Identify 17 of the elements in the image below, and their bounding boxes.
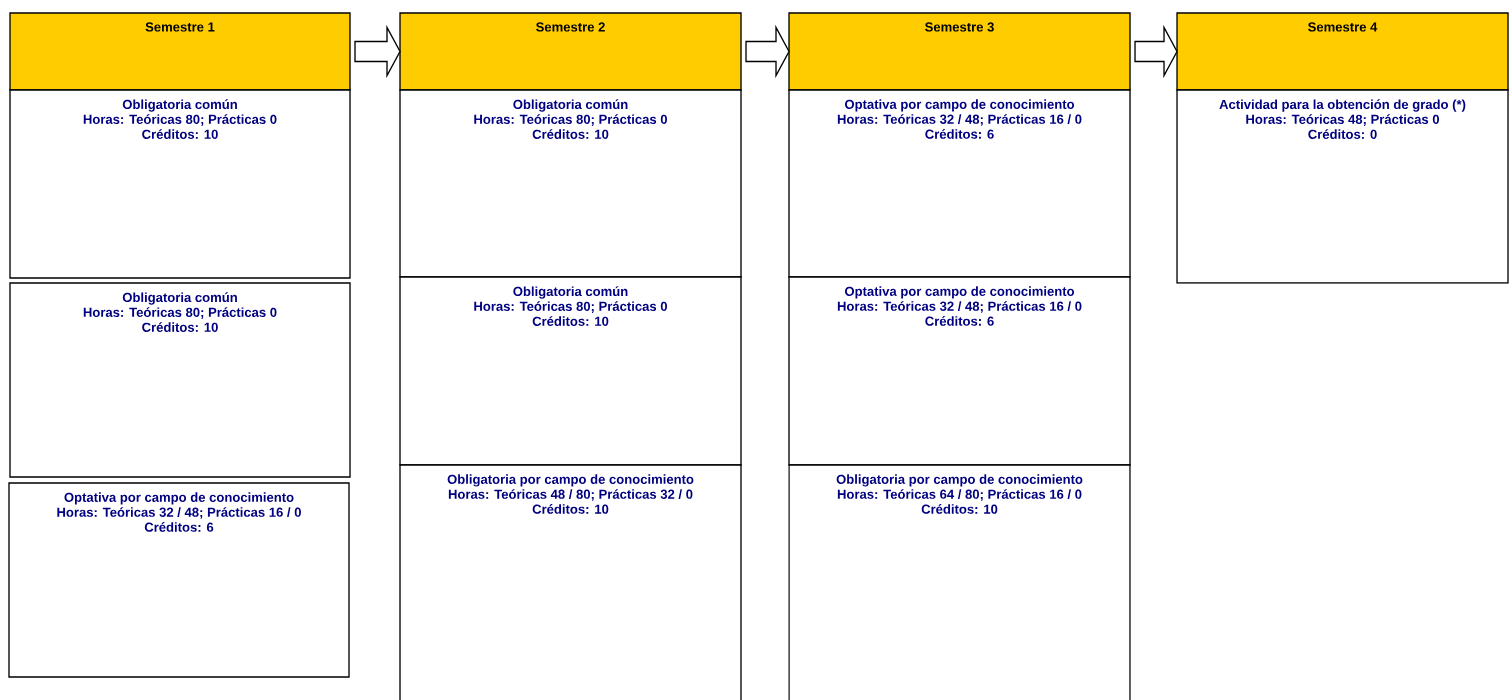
course-box: Optativa por campo de conocimiento Horas: Teóricas 32 / 48; Prácticas 16 / 0 Créditos: 6 — [8, 482, 350, 678]
course-box: Optativa por campo de conocimiento Horas: Teóricas 32 / 48; Prácticas 16 / 0 Créditos: 6 — [788, 89, 1131, 278]
semester-header: Semestre 3 — [788, 12, 1131, 91]
course-box: Optativa por campo de conocimiento Horas: Teóricas 32 / 48; Prácticas 16 / 0 Créditos: 6 — [788, 276, 1131, 466]
arrow — [354, 24, 401, 79]
arrow — [1134, 24, 1178, 79]
course-box: Obligatoria común Horas: Teóricas 80; Prácticas 0 Créditos: 10 — [399, 276, 742, 466]
course-box: Obligatoria por campo de conocimiento Horas: Teóricas 64 / 80; Prácticas 16 / 0 Créditos: 10 — [788, 464, 1131, 700]
course-box: Obligatoria por campo de conocimiento Horas: Teóricas 48 / 80; Prácticas 32 / 0 Créditos: 10 — [399, 464, 742, 700]
semester-header: Semestre 2 — [399, 12, 742, 91]
semester-header: Semestre 4 — [1176, 12, 1509, 91]
course-box: Obligatoria común Horas: Teóricas 80; Prácticas 0 Créditos: 10 — [9, 282, 351, 478]
arrow — [745, 24, 790, 79]
course-box: Obligatoria común Horas: Teóricas 80; Prácticas 0 Créditos: 10 — [9, 89, 351, 279]
course-box: Obligatoria común Horas: Teóricas 80; Prácticas 0 Créditos: 10 — [399, 89, 742, 278]
semester-header: Semestre 1 — [9, 12, 351, 91]
course-box: Actividad para la obtención de grado (*) Horas: Teóricas 48; Prácticas 0 Créditos: 0 — [1176, 89, 1509, 284]
